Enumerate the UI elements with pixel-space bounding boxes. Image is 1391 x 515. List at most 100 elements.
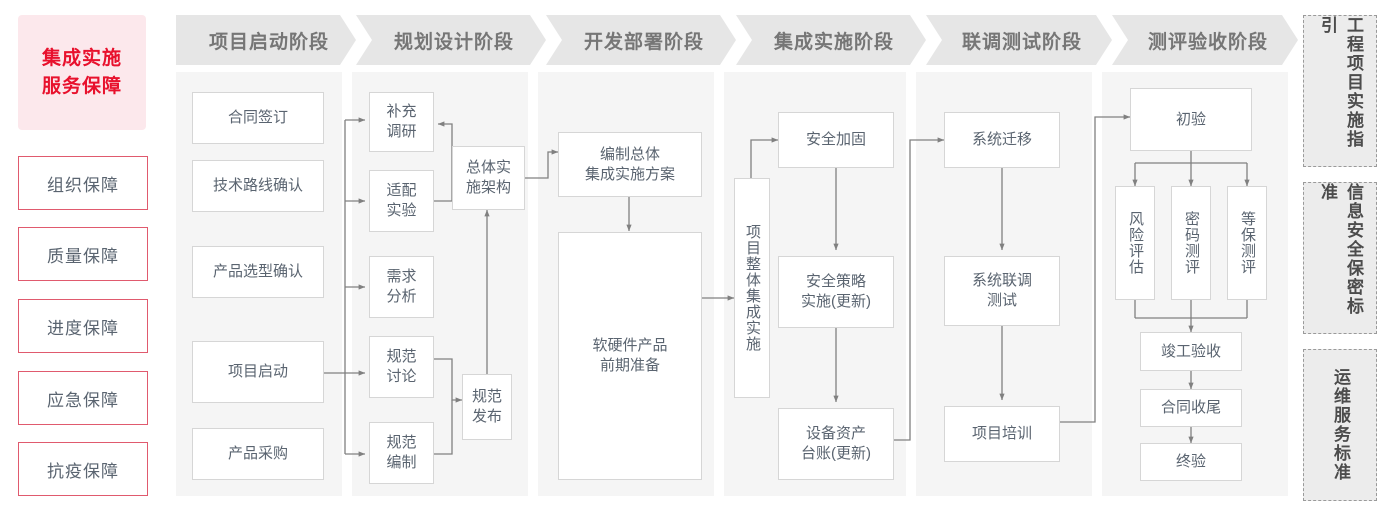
- node-label-line1: 系统联调: [971, 272, 1032, 289]
- node-label-line1: 规范: [386, 434, 417, 451]
- node-security-policy-implementation[interactable]: 安全策略实施(更新): [778, 256, 894, 328]
- right-sidebar-item-security-standard[interactable]: 信息安全保密标准: [1303, 182, 1377, 334]
- sidebar-item-emergency[interactable]: 应急保障: [18, 371, 148, 425]
- node-label: 合同收尾: [1160, 399, 1221, 416]
- node-contract-signing[interactable]: 合同签订: [192, 92, 324, 144]
- node-tech-route-confirm[interactable]: 技术路线确认: [192, 160, 324, 212]
- sidebar-item-organization[interactable]: 组织保障: [18, 156, 148, 210]
- node-completion-acceptance[interactable]: 竣工验收: [1140, 332, 1242, 371]
- phase-header-label: 测评验收阶段: [1147, 31, 1268, 53]
- node-adaptation-experiment[interactable]: 适配实验: [369, 170, 434, 232]
- right-sidebar-item-engineering-guideline[interactable]: 工程项目实施指引: [1303, 15, 1377, 167]
- node-overall-implementation-architecture[interactable]: 总体实施架构: [452, 146, 525, 210]
- node-asset-ledger-update[interactable]: 设备资产台账(更新): [778, 408, 894, 480]
- phase-header-5[interactable]: 联调测试阶段: [926, 15, 1112, 65]
- node-label: 总体实施架构: [466, 158, 511, 198]
- node-label: 安全加固: [805, 131, 866, 148]
- phase-header-6[interactable]: 测评验收阶段: [1112, 15, 1298, 65]
- node-contract-closeout[interactable]: 合同收尾: [1140, 389, 1242, 427]
- node-label-line1: 规范: [386, 348, 417, 365]
- node-label-line2: 讨论: [386, 368, 417, 385]
- sidebar-title-line1: 集成实施: [41, 47, 122, 69]
- node-label: 风险评估: [1127, 211, 1144, 275]
- phase-header-label: 联调测试阶段: [961, 31, 1082, 53]
- sidebar-item-schedule[interactable]: 进度保障: [18, 299, 148, 353]
- node-system-joint-debug-test[interactable]: 系统联调测试: [944, 256, 1060, 326]
- sidebar-item-label: 组织保障: [47, 175, 119, 195]
- phase-header-label: 开发部署阶段: [583, 31, 704, 53]
- node-overall-project-integration[interactable]: 项目整体集成实施: [734, 178, 770, 398]
- node-label: 产品选型确认: [212, 263, 303, 280]
- node-risk-assessment[interactable]: 风险评估: [1115, 186, 1155, 300]
- sidebar-item-label: 应急保障: [47, 390, 119, 410]
- sidebar-title: 集成实施服务保障: [42, 45, 122, 101]
- node-label-line2: 实施(更新): [801, 293, 871, 310]
- sidebar-item-label: 质量保障: [47, 246, 119, 266]
- node-label-line2: 前期准备: [599, 357, 660, 374]
- right-sidebar-item-ops-service-standard[interactable]: 运维服务标准: [1303, 349, 1377, 501]
- node-mlps-evaluation[interactable]: 等保测评: [1227, 186, 1267, 300]
- right-sidebar-label: 运维服务标准: [1331, 368, 1350, 482]
- node-label: 软硬件产品前期准备: [592, 336, 667, 376]
- node-standard-release[interactable]: 规范发布: [462, 374, 512, 440]
- node-label: 竣工验收: [1160, 342, 1221, 360]
- node-label: 系统联调测试: [972, 271, 1032, 311]
- node-label-line2: 编制: [386, 454, 417, 471]
- node-requirement-analysis[interactable]: 需求分析: [369, 256, 434, 318]
- phase-header-label: 项目启动阶段: [208, 31, 329, 53]
- node-label: 初验: [1175, 110, 1206, 128]
- node-label: 密码测评: [1183, 211, 1200, 275]
- node-label: 编制总体集成实施方案: [585, 145, 675, 185]
- node-label-line2: 实验: [386, 202, 417, 219]
- node-supplementary-research[interactable]: 补充调研: [369, 92, 434, 152]
- node-label: 设备资产台账(更新): [801, 424, 871, 464]
- node-label-line1: 安全策略: [805, 273, 866, 290]
- sidebar-item-label: 进度保障: [47, 318, 119, 338]
- phase-header-2[interactable]: 规划设计阶段: [356, 15, 546, 65]
- node-label-line1: 软硬件产品: [592, 337, 668, 354]
- node-standard-drafting[interactable]: 规范编制: [369, 422, 434, 484]
- node-standard-discussion[interactable]: 规范讨论: [369, 336, 434, 398]
- node-hw-sw-preparation[interactable]: 软硬件产品前期准备: [558, 232, 702, 480]
- node-label: 安全策略实施(更新): [801, 272, 871, 312]
- node-label: 需求分析: [386, 267, 416, 307]
- node-product-selection-confirm[interactable]: 产品选型确认: [192, 246, 324, 298]
- node-label: 等保测评: [1239, 211, 1256, 275]
- sidebar-title-line2: 服务保障: [41, 75, 122, 97]
- node-security-hardening[interactable]: 安全加固: [778, 112, 894, 168]
- node-label: 产品采购: [227, 445, 288, 462]
- node-final-acceptance[interactable]: 终验: [1140, 443, 1242, 481]
- node-label-line2: 施架构: [465, 179, 511, 196]
- node-label-line2: 分析: [386, 288, 417, 305]
- node-label-line1: 适配: [386, 182, 417, 199]
- node-project-training[interactable]: 项目培训: [944, 406, 1060, 462]
- right-sidebar-label: 工程项目实施指引: [1318, 16, 1363, 149]
- sidebar-item-epidemic[interactable]: 抗疫保障: [18, 442, 148, 496]
- node-cryptography-evaluation[interactable]: 密码测评: [1171, 186, 1211, 300]
- node-system-migration[interactable]: 系统迁移: [944, 112, 1060, 168]
- node-label: 规范编制: [386, 433, 416, 473]
- phase-header-4[interactable]: 集成实施阶段: [736, 15, 926, 65]
- node-project-kickoff[interactable]: 项目启动: [192, 341, 324, 403]
- node-label-line2: 发布: [471, 408, 502, 425]
- node-initial-acceptance[interactable]: 初验: [1130, 88, 1252, 151]
- node-label-line1: 规范: [471, 388, 502, 405]
- node-label: 系统迁移: [971, 131, 1032, 148]
- phase-header-1[interactable]: 项目启动阶段: [176, 15, 356, 65]
- phase-header-3[interactable]: 开发部署阶段: [546, 15, 736, 65]
- sidebar-title-box: 集成实施服务保障: [18, 15, 146, 130]
- node-label-line2: 集成实施方案: [584, 165, 675, 183]
- node-label-line1: 编制总体: [599, 145, 660, 163]
- node-label: 适配实验: [386, 181, 416, 221]
- node-label-line1: 补充: [386, 103, 417, 120]
- sidebar-item-quality[interactable]: 质量保障: [18, 227, 148, 281]
- node-label-line2: 测试: [986, 292, 1017, 309]
- node-label: 终验: [1175, 453, 1206, 470]
- node-label-line1: 总体实: [465, 159, 511, 176]
- sidebar-item-label: 抗疫保障: [47, 461, 119, 481]
- node-product-procurement[interactable]: 产品采购: [192, 428, 324, 480]
- node-draft-integration-plan[interactable]: 编制总体集成实施方案: [558, 132, 702, 197]
- node-label-line2: 台账(更新): [801, 445, 871, 462]
- node-label: 补充调研: [386, 102, 416, 142]
